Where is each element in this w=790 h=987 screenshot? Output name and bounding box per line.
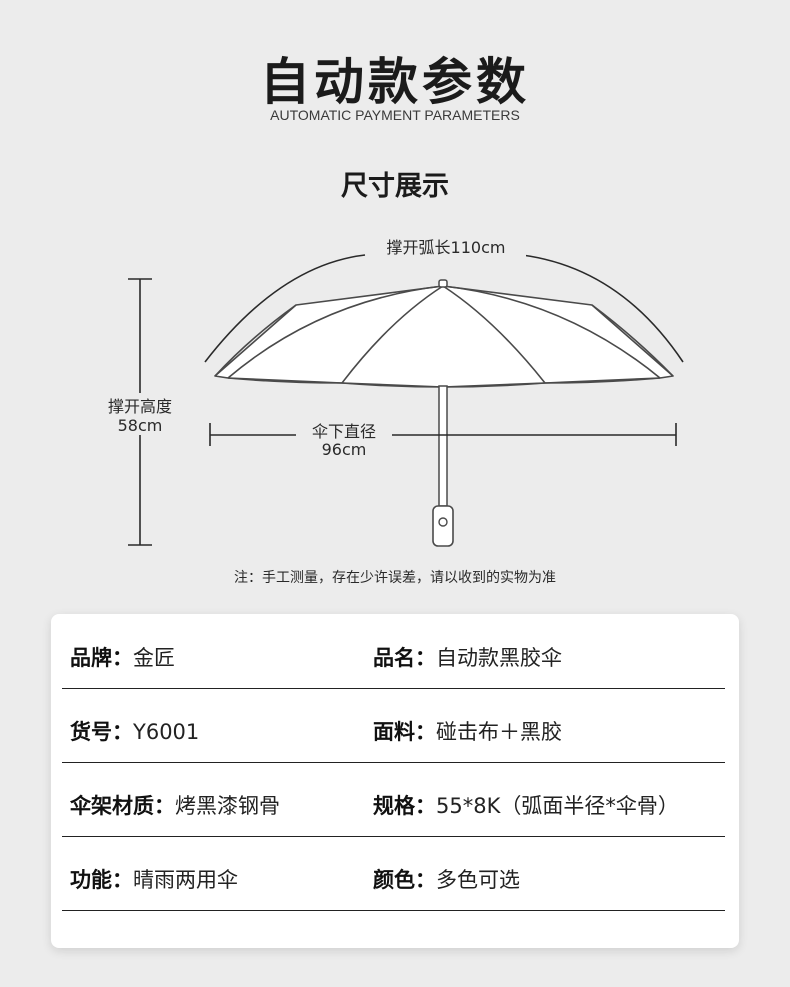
spec-key: 功能： bbox=[70, 868, 133, 892]
spec-key: 货号： bbox=[70, 720, 133, 744]
page-subtitle: AUTOMATIC PAYMENT PARAMETERS bbox=[270, 107, 520, 123]
arc-length-label: 撑开弧长110cm bbox=[366, 234, 526, 258]
spec-key: 品名： bbox=[373, 646, 436, 670]
spec-value: 55*8K（弧面半径*伞骨） bbox=[436, 794, 679, 818]
spec-key: 颜色： bbox=[373, 868, 436, 892]
spec-row: 货号：Y6001 面料：碰击布＋黑胶 bbox=[62, 688, 725, 763]
spec-size: 规格：55*8K（弧面半径*伞骨） bbox=[373, 790, 679, 820]
umbrella-ribs bbox=[214, 285, 674, 388]
spec-item-number: 货号：Y6001 bbox=[70, 716, 199, 746]
spec-card: 品牌：金匠 品名：自动款黑胶伞 货号：Y6001 面料：碰击布＋黑胶 伞架材质：… bbox=[51, 614, 739, 948]
spec-value: 自动款黑胶伞 bbox=[436, 646, 562, 670]
umbrella-tip bbox=[438, 279, 448, 288]
arc-dimension-line-right bbox=[521, 254, 684, 363]
spec-value: 碰击布＋黑胶 bbox=[436, 720, 562, 744]
measurement-note: 注：手工测量，存在少许误差，请以收到的实物为准 bbox=[234, 570, 556, 586]
handle-button-icon bbox=[438, 517, 448, 527]
spec-fabric: 面料：碰击布＋黑胶 bbox=[373, 716, 562, 746]
spec-value: 烤黑漆钢骨 bbox=[175, 794, 280, 818]
spec-key: 规格： bbox=[373, 794, 436, 818]
spec-key: 面料： bbox=[373, 720, 436, 744]
spec-function: 功能：晴雨两用伞 bbox=[70, 864, 238, 894]
umbrella-shaft bbox=[438, 385, 448, 507]
spec-brand: 品牌：金匠 bbox=[70, 642, 175, 672]
spec-row: 品牌：金匠 品名：自动款黑胶伞 bbox=[62, 614, 725, 689]
spec-product-name: 品名：自动款黑胶伞 bbox=[373, 642, 562, 672]
spec-value: 金匠 bbox=[133, 646, 175, 670]
page-title: 自动款参数 bbox=[260, 53, 530, 111]
diameter-value: 96cm bbox=[296, 440, 392, 459]
diameter-dimension-line bbox=[209, 423, 677, 446]
spec-key: 伞架材质： bbox=[70, 794, 175, 818]
spec-row: 伞架材质：烤黑漆钢骨 规格：55*8K（弧面半径*伞骨） bbox=[62, 762, 725, 837]
spec-color: 颜色：多色可选 bbox=[373, 864, 520, 894]
spec-value: 晴雨两用伞 bbox=[133, 868, 238, 892]
open-height-value: 58cm bbox=[96, 416, 184, 435]
umbrella-canopy bbox=[214, 285, 674, 388]
umbrella-diagram bbox=[128, 254, 684, 547]
section-title: 尺寸展示 bbox=[341, 171, 449, 202]
spec-frame-material: 伞架材质：烤黑漆钢骨 bbox=[70, 790, 280, 820]
open-height-label: 撑开高度 bbox=[96, 393, 184, 417]
arc-dimension-line bbox=[204, 254, 366, 363]
spec-value: Y6001 bbox=[133, 720, 200, 744]
spec-value: 多色可选 bbox=[436, 868, 520, 892]
diameter-label: 伞下直径 bbox=[296, 418, 392, 442]
spec-row: 功能：晴雨两用伞 颜色：多色可选 bbox=[62, 836, 725, 911]
spec-key: 品牌： bbox=[70, 646, 133, 670]
